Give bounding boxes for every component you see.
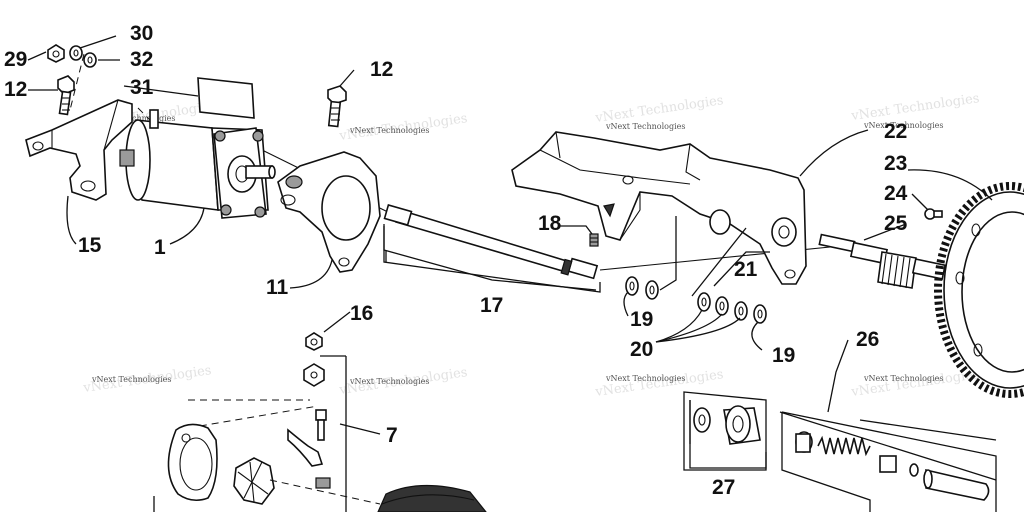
bolt-part-12-center — [327, 85, 347, 128]
callout-19-left: 19 — [630, 308, 653, 331]
axis-lower — [269, 479, 381, 505]
washer-part-30 — [69, 45, 83, 61]
callout-18: 18 — [538, 212, 562, 235]
callout-30: 30 — [130, 22, 153, 45]
callout-24: 24 — [884, 182, 908, 205]
screw-part-24 — [924, 208, 943, 220]
washer-part-19-right — [753, 304, 767, 324]
watermark-ghost: vNext Technologies — [593, 367, 724, 400]
callout-20: 20 — [630, 338, 653, 361]
ring-gear-part-23 — [934, 182, 1024, 398]
washer-part-32 — [83, 52, 97, 68]
watermark-label: vNext Technologies — [863, 121, 943, 130]
watermark-label: vNext Technologies — [349, 377, 429, 386]
frame-bracket-part-22 — [511, 131, 807, 285]
label-sheet-part-31 — [197, 77, 255, 119]
callout-21: 21 — [734, 258, 758, 281]
callout-31: 31 — [130, 76, 154, 99]
callout-16: 16 — [350, 302, 373, 325]
sleeve — [795, 431, 813, 453]
callout-32: 32 — [130, 48, 153, 71]
group-brackets — [153, 226, 997, 512]
callout-25: 25 — [884, 212, 908, 235]
bolt-part-12-left — [57, 75, 75, 116]
armature-housing — [377, 484, 487, 512]
callout-12-left: 12 — [4, 78, 27, 101]
washer-part-20-left — [645, 280, 659, 300]
callout-29: 29 — [4, 48, 27, 71]
leader-lines — [27, 35, 997, 481]
callout-26: 26 — [856, 328, 879, 351]
mount-bracket-part-15 — [25, 99, 133, 201]
callout-12-center: 12 — [370, 58, 393, 81]
nut-part-29 — [47, 44, 65, 63]
end-cover — [167, 423, 218, 502]
callout-23: 23 — [884, 152, 907, 175]
starter-motor-part-1 — [119, 109, 276, 219]
spring-small — [315, 477, 331, 489]
callout-17: 17 — [480, 294, 503, 317]
watermark-ghost: vNext Technologies — [849, 91, 980, 124]
watermark-label: vNext Technologies — [605, 122, 685, 131]
nut-part-16 — [305, 332, 323, 351]
watermark-label: vNext Technologies — [605, 374, 685, 383]
clutch-washer-part-27 — [693, 407, 711, 433]
callout-19-right: 19 — [772, 344, 795, 367]
support-plate-part-11 — [277, 151, 381, 273]
watermark-label: vNext Technologies — [349, 126, 429, 135]
callout-labels: 29 30 32 31 12 15 1 12 11 17 18 19 20 21… — [4, 22, 908, 499]
set-screw-part-18 — [589, 233, 599, 247]
nut-flange — [303, 363, 325, 387]
washer-set-part-20 — [697, 292, 748, 321]
watermark-label: vNext Technologies — [95, 114, 175, 123]
compression-spring — [817, 435, 871, 457]
washer-part-19-left — [625, 276, 639, 296]
callout-7: 7 — [386, 424, 398, 447]
pinion-pin — [923, 468, 990, 501]
callout-1: 1 — [154, 236, 166, 259]
drive-shaft-part-17 — [383, 203, 599, 280]
stop-collar — [879, 455, 897, 473]
brush-holder — [233, 457, 275, 505]
pinion-shaft-part-25 — [818, 233, 947, 289]
callout-22: 22 — [884, 120, 907, 143]
clutch-gear-part-27 — [723, 405, 761, 445]
watermark-label: vNext Technologies — [91, 375, 171, 384]
terminal-bolt — [287, 409, 327, 467]
callout-15: 15 — [78, 234, 102, 257]
callout-27: 27 — [712, 476, 735, 499]
callout-11: 11 — [266, 276, 289, 299]
watermark-label: vNext Technologies — [863, 374, 943, 383]
stop-ring — [909, 463, 919, 477]
